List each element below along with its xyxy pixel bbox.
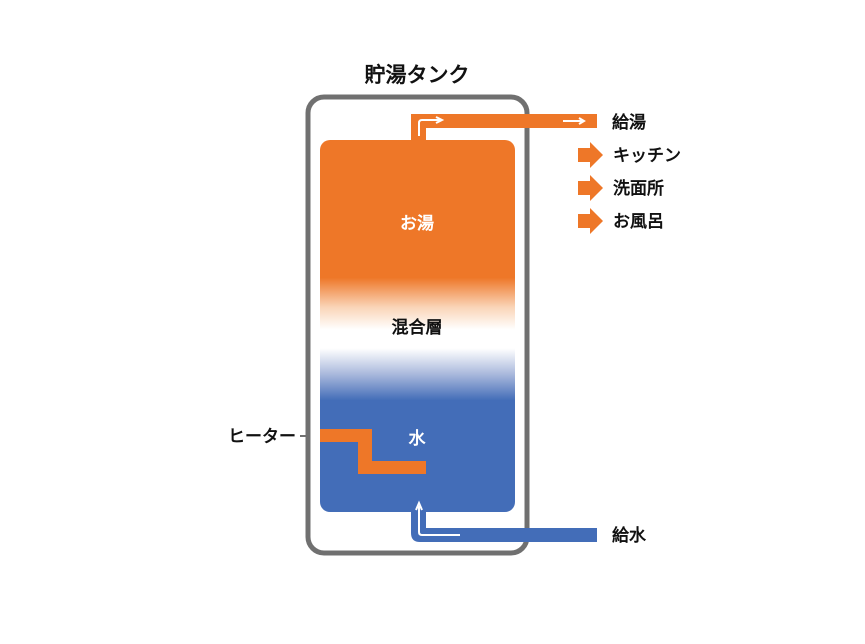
orange-arrow-icon [578,142,603,168]
destination-label: お風呂 [613,212,664,232]
cold-water-label: 水 [409,428,427,449]
heater-label: ヒーター [228,427,296,447]
destination-bath: お風呂 [578,208,664,234]
hot-outlet-flow-arrow [418,119,440,136]
hot-outlet-pipe [411,114,597,140]
mixed-layer-label: 混合層 [392,317,443,338]
cold-inlet-flow-arrow [418,506,460,536]
hot-outlet-arrowhead-right-icon [578,117,586,125]
orange-arrow-icon [578,208,603,234]
cold-inlet-arrowhead-icon [415,500,423,511]
destination-label: キッチン [613,146,681,166]
tank-title: 貯湯タンク [365,63,470,87]
hot-water-label: お湯 [400,214,434,234]
outlet-label: 給湯 [612,112,646,133]
tank-outline [305,94,530,556]
cold-inlet-pipe [411,512,597,542]
destination-washroom: 洗面所 [578,175,664,201]
orange-arrow-icon [578,175,603,201]
destination-kitchen: キッチン [578,142,681,168]
inlet-label: 給水 [612,525,647,546]
destination-label: 洗面所 [613,178,664,199]
hot-outlet-arrowhead-icon [435,116,445,124]
tank-contents [320,140,515,512]
heater-element [320,429,426,474]
